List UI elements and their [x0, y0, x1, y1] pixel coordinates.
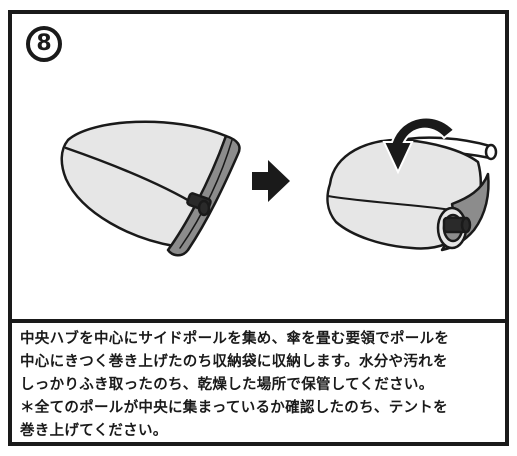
rolled-tent-illustration	[326, 136, 498, 252]
step-number-badge: 8	[26, 26, 62, 62]
divider	[12, 319, 505, 323]
instruction-line: 中心にきつく巻き上げたのち収納袋に収納します。水分や汚れを	[20, 354, 448, 370]
curved-roll-arrow-icon	[382, 116, 456, 175]
instruction-line: ＊全てのポールが中央に集まっているか確認したのち、テントを	[20, 400, 448, 416]
folded-tent-illustration	[60, 120, 241, 257]
instruction-line: しっかりふき取ったのち、乾燥した場所で保管してください。	[20, 377, 434, 393]
illustration	[60, 116, 498, 257]
step-number: 8	[36, 31, 52, 56]
instruction-panel: 8	[8, 10, 509, 446]
instruction-line: 巻き上げてください。	[20, 423, 168, 439]
instruction-line: 中央ハブを中心にサイドポールを集め、傘を畳む要領でポールを	[20, 331, 450, 347]
arrow-right-icon	[252, 160, 290, 202]
instructions-text: 中央ハブを中心にサイドポールを集め、傘を畳む要領でポールを 中心にきつく巻き上げ…	[20, 328, 500, 443]
